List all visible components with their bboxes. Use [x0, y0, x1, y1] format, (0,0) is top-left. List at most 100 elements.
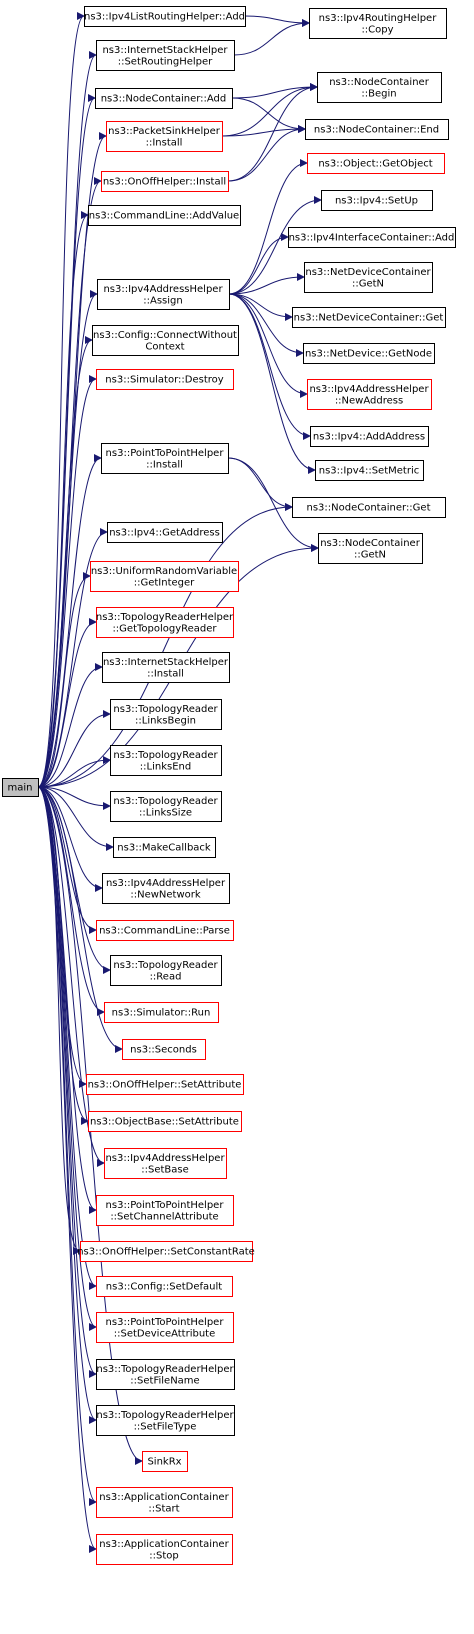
node-psh_install-box[interactable]: [106, 121, 223, 152]
node-tr_linksend[interactable]: ns3::TopologyReader::LinksEnd: [110, 745, 222, 776]
node-cfg_connect-box[interactable]: [92, 325, 239, 356]
node-trh_gettopo-box[interactable]: [96, 607, 234, 638]
node-tr_linkssize-box[interactable]: [110, 791, 222, 822]
node-trh_setfiletype-box[interactable]: [96, 1405, 235, 1436]
node-ipv4ah_newnet-box[interactable]: [102, 873, 230, 904]
node-nc_end-box[interactable]: [305, 119, 449, 140]
node-obj_getobject-box[interactable]: [307, 153, 445, 174]
node-seconds-box[interactable]: [122, 1039, 206, 1060]
node-urv_getint-box[interactable]: [90, 561, 239, 592]
node-obj_getobject[interactable]: ns3::Object::GetObject: [307, 153, 445, 174]
node-onoff_setattr[interactable]: ns3::OnOffHelper::SetAttribute: [86, 1074, 244, 1095]
node-ipv4_setmetric[interactable]: ns3::Ipv4::SetMetric: [315, 460, 424, 481]
node-ipv4_setmetric-box[interactable]: [315, 460, 424, 481]
node-urv_getint[interactable]: ns3::UniformRandomVariable::GetInteger: [90, 561, 239, 592]
node-sinkrx-box[interactable]: [142, 1451, 188, 1472]
node-ipv4ic_add[interactable]: ns3::Ipv4InterfaceContainer::Add: [288, 227, 456, 248]
node-ipv4_addaddress[interactable]: ns3::Ipv4::AddAddress: [310, 426, 429, 447]
node-trh_gettopo[interactable]: ns3::TopologyReaderHelper::GetTopologyRe…: [96, 607, 234, 638]
node-sim_run-box[interactable]: [104, 1002, 219, 1023]
node-tr_read-box[interactable]: [110, 955, 222, 986]
node-sinkrx[interactable]: SinkRx: [142, 1451, 188, 1472]
node-ipv4ic_add-box[interactable]: [288, 227, 456, 248]
node-objbase_setattr-box[interactable]: [88, 1111, 242, 1132]
node-ndc_getn[interactable]: ns3::NetDeviceContainer::GetN: [304, 262, 433, 293]
node-main-box[interactable]: [2, 778, 39, 797]
node-ipv4list_add[interactable]: ns3::Ipv4ListRoutingHelper::Add: [84, 6, 246, 27]
node-onoff_setconst-box[interactable]: [80, 1241, 253, 1262]
node-inet_install-box[interactable]: [102, 652, 230, 683]
node-ipv4ah_newaddr-box[interactable]: [307, 379, 432, 410]
node-nc_getn[interactable]: ns3::NodeContainer::GetN: [318, 533, 423, 564]
node-onoff_setattr-box[interactable]: [86, 1074, 244, 1095]
node-ac_stop-box[interactable]: [96, 1534, 233, 1565]
node-ipv4routing_copy-box[interactable]: [309, 8, 447, 39]
node-inet_setrouting-box[interactable]: [96, 40, 235, 71]
node-ipv4_getaddress[interactable]: ns3::Ipv4::GetAddress: [107, 522, 223, 543]
node-ac_stop[interactable]: ns3::ApplicationContainer::Stop: [96, 1534, 233, 1565]
node-cmd_parse[interactable]: ns3::CommandLine::Parse: [96, 920, 234, 941]
node-tr_linkssize[interactable]: ns3::TopologyReader::LinksSize: [110, 791, 222, 822]
node-psh_install[interactable]: ns3::PacketSinkHelper::Install: [106, 121, 223, 152]
node-ac_start-box[interactable]: [96, 1487, 233, 1518]
node-ipv4ah_assign-box[interactable]: [97, 279, 230, 310]
node-onoff_install[interactable]: ns3::OnOffHelper::Install: [101, 171, 229, 192]
node-ac_start[interactable]: ns3::ApplicationContainer::Start: [96, 1487, 233, 1518]
node-sim_destroy[interactable]: ns3::Simulator::Destroy: [96, 369, 234, 390]
node-objbase_setattr[interactable]: ns3::ObjectBase::SetAttribute: [88, 1111, 242, 1132]
node-trh_setfilename[interactable]: ns3::TopologyReaderHelper::SetFileName: [96, 1359, 235, 1390]
node-p2p_setdevattr[interactable]: ns3::PointToPointHelper::SetDeviceAttrib…: [96, 1312, 234, 1343]
node-ipv4_addaddress-box[interactable]: [310, 426, 429, 447]
node-nd_getnode-box[interactable]: [303, 343, 435, 364]
node-ipv4ah_setbase-box[interactable]: [104, 1148, 227, 1179]
node-p2p_setchattr[interactable]: ns3::PointToPointHelper::SetChannelAttri…: [96, 1195, 234, 1226]
node-nc_add-box[interactable]: [95, 88, 233, 109]
node-inet_install[interactable]: ns3::InternetStackHelper::Install: [102, 652, 230, 683]
node-cfg_setdefault-box[interactable]: [96, 1276, 233, 1297]
node-ipv4_setup-box[interactable]: [321, 190, 433, 211]
node-nd_getnode[interactable]: ns3::NetDevice::GetNode: [303, 343, 435, 364]
node-nc_begin-box[interactable]: [317, 72, 442, 103]
node-nc_getn-box[interactable]: [318, 533, 423, 564]
node-ipv4_setup[interactable]: ns3::Ipv4::SetUp: [321, 190, 433, 211]
node-inet_setrouting[interactable]: ns3::InternetStackHelper::SetRoutingHelp…: [96, 40, 235, 71]
node-cmd_addvalue[interactable]: ns3::CommandLine::AddValue: [88, 205, 241, 226]
node-seconds[interactable]: ns3::Seconds: [122, 1039, 206, 1060]
node-ipv4ah_newaddr[interactable]: ns3::Ipv4AddressHelper::NewAddress: [307, 379, 432, 410]
node-ipv4ah_newnet[interactable]: ns3::Ipv4AddressHelper::NewNetwork: [102, 873, 230, 904]
node-tr_linksend-box[interactable]: [110, 745, 222, 776]
node-tr_read[interactable]: ns3::TopologyReader::Read: [110, 955, 222, 986]
node-ndc_get[interactable]: ns3::NetDeviceContainer::Get: [292, 307, 446, 328]
node-ipv4_getaddress-box[interactable]: [107, 522, 223, 543]
node-p2p_install[interactable]: ns3::PointToPointHelper::Install: [101, 443, 229, 474]
node-nc_get[interactable]: ns3::NodeContainer::Get: [292, 497, 446, 518]
node-onoff_install-box[interactable]: [101, 171, 229, 192]
node-tr_linksbegin[interactable]: ns3::TopologyReader::LinksBegin: [110, 699, 222, 730]
node-ipv4routing_copy[interactable]: ns3::Ipv4RoutingHelper::Copy: [309, 8, 447, 39]
node-sim_run[interactable]: ns3::Simulator::Run: [104, 1002, 219, 1023]
node-ipv4ah_setbase[interactable]: ns3::Ipv4AddressHelper::SetBase: [104, 1148, 227, 1179]
node-cmd_parse-box[interactable]: [96, 920, 234, 941]
node-nc_add[interactable]: ns3::NodeContainer::Add: [95, 88, 233, 109]
node-p2p_setchattr-box[interactable]: [96, 1195, 234, 1226]
node-sim_destroy-box[interactable]: [96, 369, 234, 390]
node-trh_setfilename-box[interactable]: [96, 1359, 235, 1390]
node-tr_linksbegin-box[interactable]: [110, 699, 222, 730]
node-trh_setfiletype[interactable]: ns3::TopologyReaderHelper::SetFileType: [96, 1405, 235, 1436]
node-ndc_getn-box[interactable]: [304, 262, 433, 293]
node-makecallback-box[interactable]: [113, 837, 216, 858]
node-ipv4list_add-box[interactable]: [84, 6, 246, 27]
node-cmd_addvalue-box[interactable]: [88, 205, 241, 226]
node-onoff_setconst[interactable]: ns3::OnOffHelper::SetConstantRate: [77, 1241, 255, 1262]
node-makecallback[interactable]: ns3::MakeCallback: [113, 837, 216, 858]
node-main[interactable]: main: [2, 778, 39, 797]
node-nc_begin[interactable]: ns3::NodeContainer::Begin: [317, 72, 442, 103]
node-cfg_setdefault[interactable]: ns3::Config::SetDefault: [96, 1276, 233, 1297]
node-nc_end[interactable]: ns3::NodeContainer::End: [305, 119, 449, 140]
node-ndc_get-box[interactable]: [292, 307, 446, 328]
node-p2p_install-box[interactable]: [101, 443, 229, 474]
node-p2p_setdevattr-box[interactable]: [96, 1312, 234, 1343]
node-ipv4ah_assign[interactable]: ns3::Ipv4AddressHelper::Assign: [97, 279, 230, 310]
node-nc_get-box[interactable]: [292, 497, 446, 518]
